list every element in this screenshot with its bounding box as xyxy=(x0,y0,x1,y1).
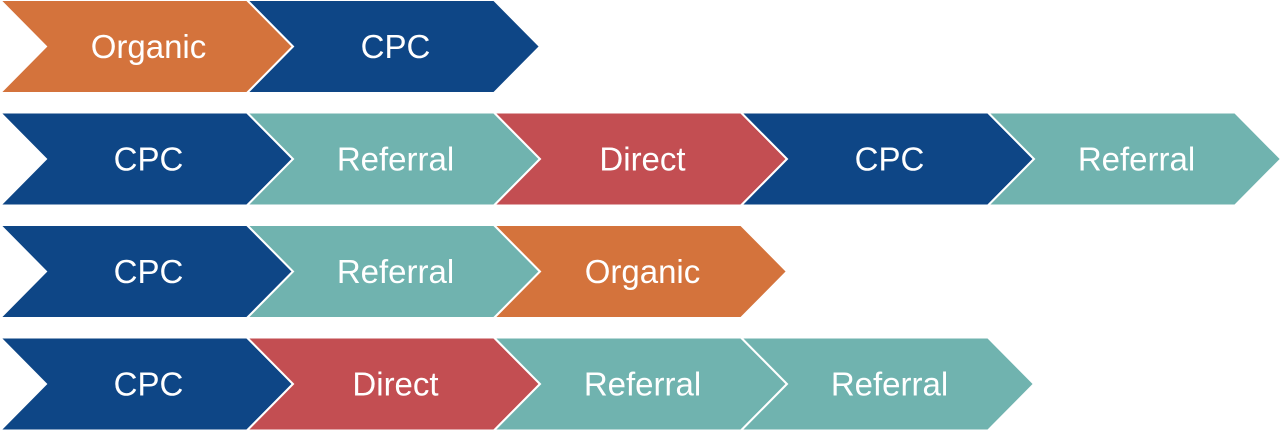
chevron-shape xyxy=(244,0,542,94)
chevron-label: Referral xyxy=(337,253,454,290)
chevron-step-organic: Organic xyxy=(0,0,295,94)
chevron-label: Direct xyxy=(352,366,438,403)
chevron-label: Referral xyxy=(1078,141,1195,178)
path-row-2: CPC Referral Direct CPC Referral xyxy=(0,111,1280,207)
path-row-1: Organic CPC xyxy=(0,0,542,94)
chevron-label: CPC xyxy=(114,253,184,290)
chevron-step-cpc: CPC xyxy=(0,224,295,319)
chevron-label: Direct xyxy=(599,141,685,178)
chevron-label: CPC xyxy=(114,366,184,403)
chevron-label: Organic xyxy=(585,253,701,290)
chevron-step-organic: Organic xyxy=(491,224,789,319)
chevron-step-referral: Referral xyxy=(738,336,1036,432)
path-row-4: CPC Direct Referral Referral xyxy=(0,336,1036,432)
chevron-step-direct: Direct xyxy=(244,336,542,432)
chevron-label: Referral xyxy=(584,366,701,403)
chevron-step-cpc: CPC xyxy=(0,336,295,432)
chevron-shape xyxy=(738,336,1036,432)
chevron-step-cpc: CPC xyxy=(0,111,295,207)
chevron-label: Referral xyxy=(831,366,948,403)
chevron-shape xyxy=(985,111,1280,207)
chevron-label: Organic xyxy=(91,28,207,65)
path-row-3: CPC Referral Organic xyxy=(0,224,789,319)
chevron-step-cpc: CPC xyxy=(738,111,1036,207)
chevron-label: Referral xyxy=(337,141,454,178)
chevron-label: CPC xyxy=(361,28,431,65)
chevron-shape xyxy=(491,224,789,319)
chevron-step-cpc: CPC xyxy=(244,0,542,94)
chevron-label: CPC xyxy=(114,141,184,178)
chevron-step-referral: Referral xyxy=(985,111,1280,207)
chevron-label: CPC xyxy=(855,141,925,178)
chevron-step-referral: Referral xyxy=(491,336,789,432)
